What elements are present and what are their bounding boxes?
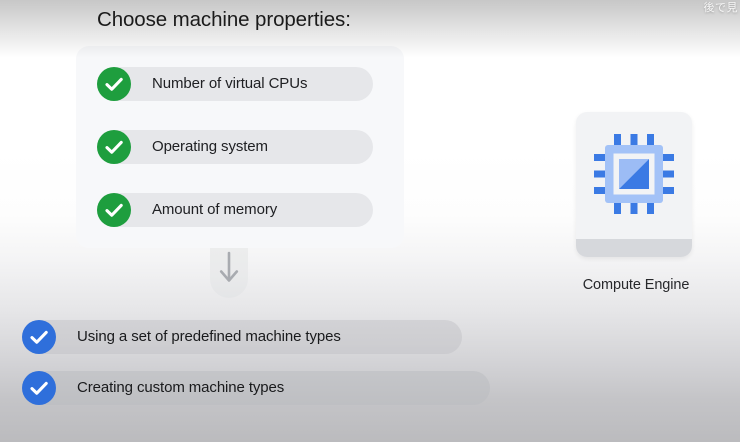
arrow-down-icon (219, 251, 239, 282)
property-label: Amount of memory (152, 201, 278, 218)
option-row-predefined-machine-types[interactable]: Using a set of predefined machine types (22, 320, 462, 354)
product-name-label: Compute Engine (582, 277, 690, 293)
machine-properties-card: Number of virtual CPUs Operating system … (76, 46, 404, 248)
check-circle-icon (97, 130, 131, 164)
check-circle-icon (97, 67, 131, 101)
cpu-chip-icon (594, 134, 674, 214)
product-tile-compute-engine: Compute Engine (566, 112, 706, 312)
property-row-virtual-cpus: Number of virtual CPUs (97, 67, 373, 101)
property-label: Operating system (152, 138, 268, 155)
check-circle-icon (22, 320, 56, 354)
property-pill (97, 130, 373, 164)
watch-later-label[interactable]: 後で見 (703, 2, 738, 14)
page-title: Choose machine properties: (97, 8, 351, 31)
property-pill (97, 193, 373, 227)
property-label: Number of virtual CPUs (152, 75, 308, 92)
option-pill (22, 320, 462, 354)
product-card-base (576, 239, 692, 257)
option-label: Using a set of predefined machine types (77, 328, 341, 345)
option-label: Creating custom machine types (77, 379, 285, 396)
property-row-amount-of-memory: Amount of memory (97, 193, 373, 227)
check-circle-icon (22, 371, 56, 405)
property-pill (97, 67, 373, 101)
arrow-connector (210, 248, 248, 298)
product-card (576, 112, 692, 257)
option-row-custom-machine-types[interactable]: Creating custom machine types (22, 371, 490, 405)
property-row-operating-system: Operating system (97, 130, 373, 164)
option-pill (22, 371, 490, 405)
check-circle-icon (97, 193, 131, 227)
